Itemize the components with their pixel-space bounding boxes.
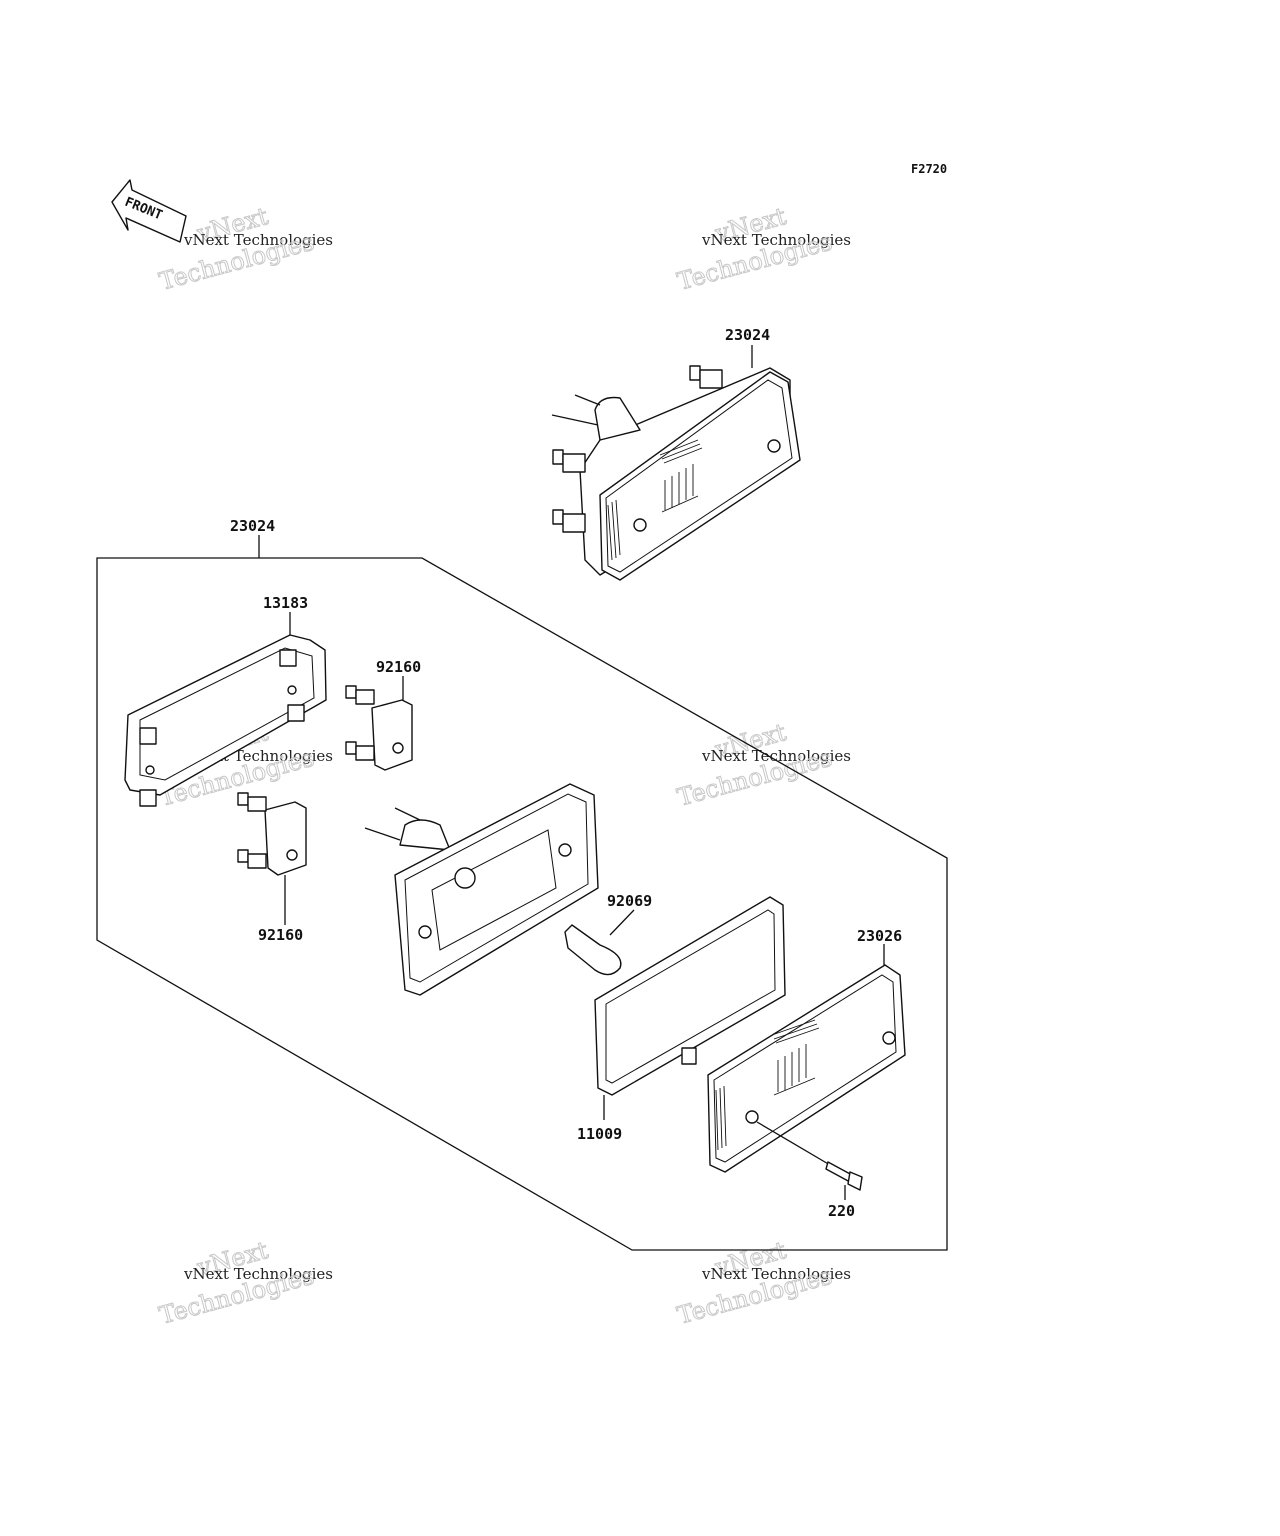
screw-part: [756, 1121, 863, 1191]
label-bulb: 92069: [607, 892, 652, 910]
svg-text:vNext Technologies: vNext Technologies: [701, 231, 851, 249]
gasket-base-part: [124, 634, 327, 807]
assembled-lamp: [551, 365, 801, 581]
svg-text:vNext Technologies: vNext Technologies: [701, 747, 851, 765]
svg-text:vNext Technologies: vNext Technologies: [183, 1265, 333, 1283]
label-assembly-top: 23024: [725, 326, 770, 344]
lens-part: [707, 964, 906, 1173]
svg-text:vNext Technologies: vNext Technologies: [701, 1265, 851, 1283]
socket-upper-part: [345, 685, 413, 771]
label-socket-lower: 92160: [258, 926, 303, 944]
label-socket-upper: 92160: [376, 658, 421, 676]
watermark-top-right: vNext vNext Technologies Technologies: [674, 202, 851, 297]
label-screw: 220: [828, 1202, 855, 1220]
lamp-housing-part: [364, 783, 599, 996]
front-arrow-icon: FRONT: [111, 179, 187, 243]
diagram-code: F2720: [911, 162, 947, 176]
label-gasket-base: 13183: [263, 594, 308, 612]
svg-text:vNext Technologies: vNext Technologies: [183, 231, 333, 249]
lens-gasket-part: [594, 896, 786, 1096]
label-assembly-group: 23024: [230, 517, 275, 535]
label-lens: 23026: [857, 927, 902, 945]
assembly-group-outline: [96, 557, 948, 1251]
label-lens-gasket: 11009: [577, 1125, 622, 1143]
watermark-mid-right: vNext vNext Technologies Technologies: [674, 718, 851, 813]
watermark-bottom-left: vNext vNext Technologies Technologies: [156, 1236, 333, 1331]
socket-lower-part: [237, 792, 307, 876]
bulb-part: [564, 924, 622, 976]
